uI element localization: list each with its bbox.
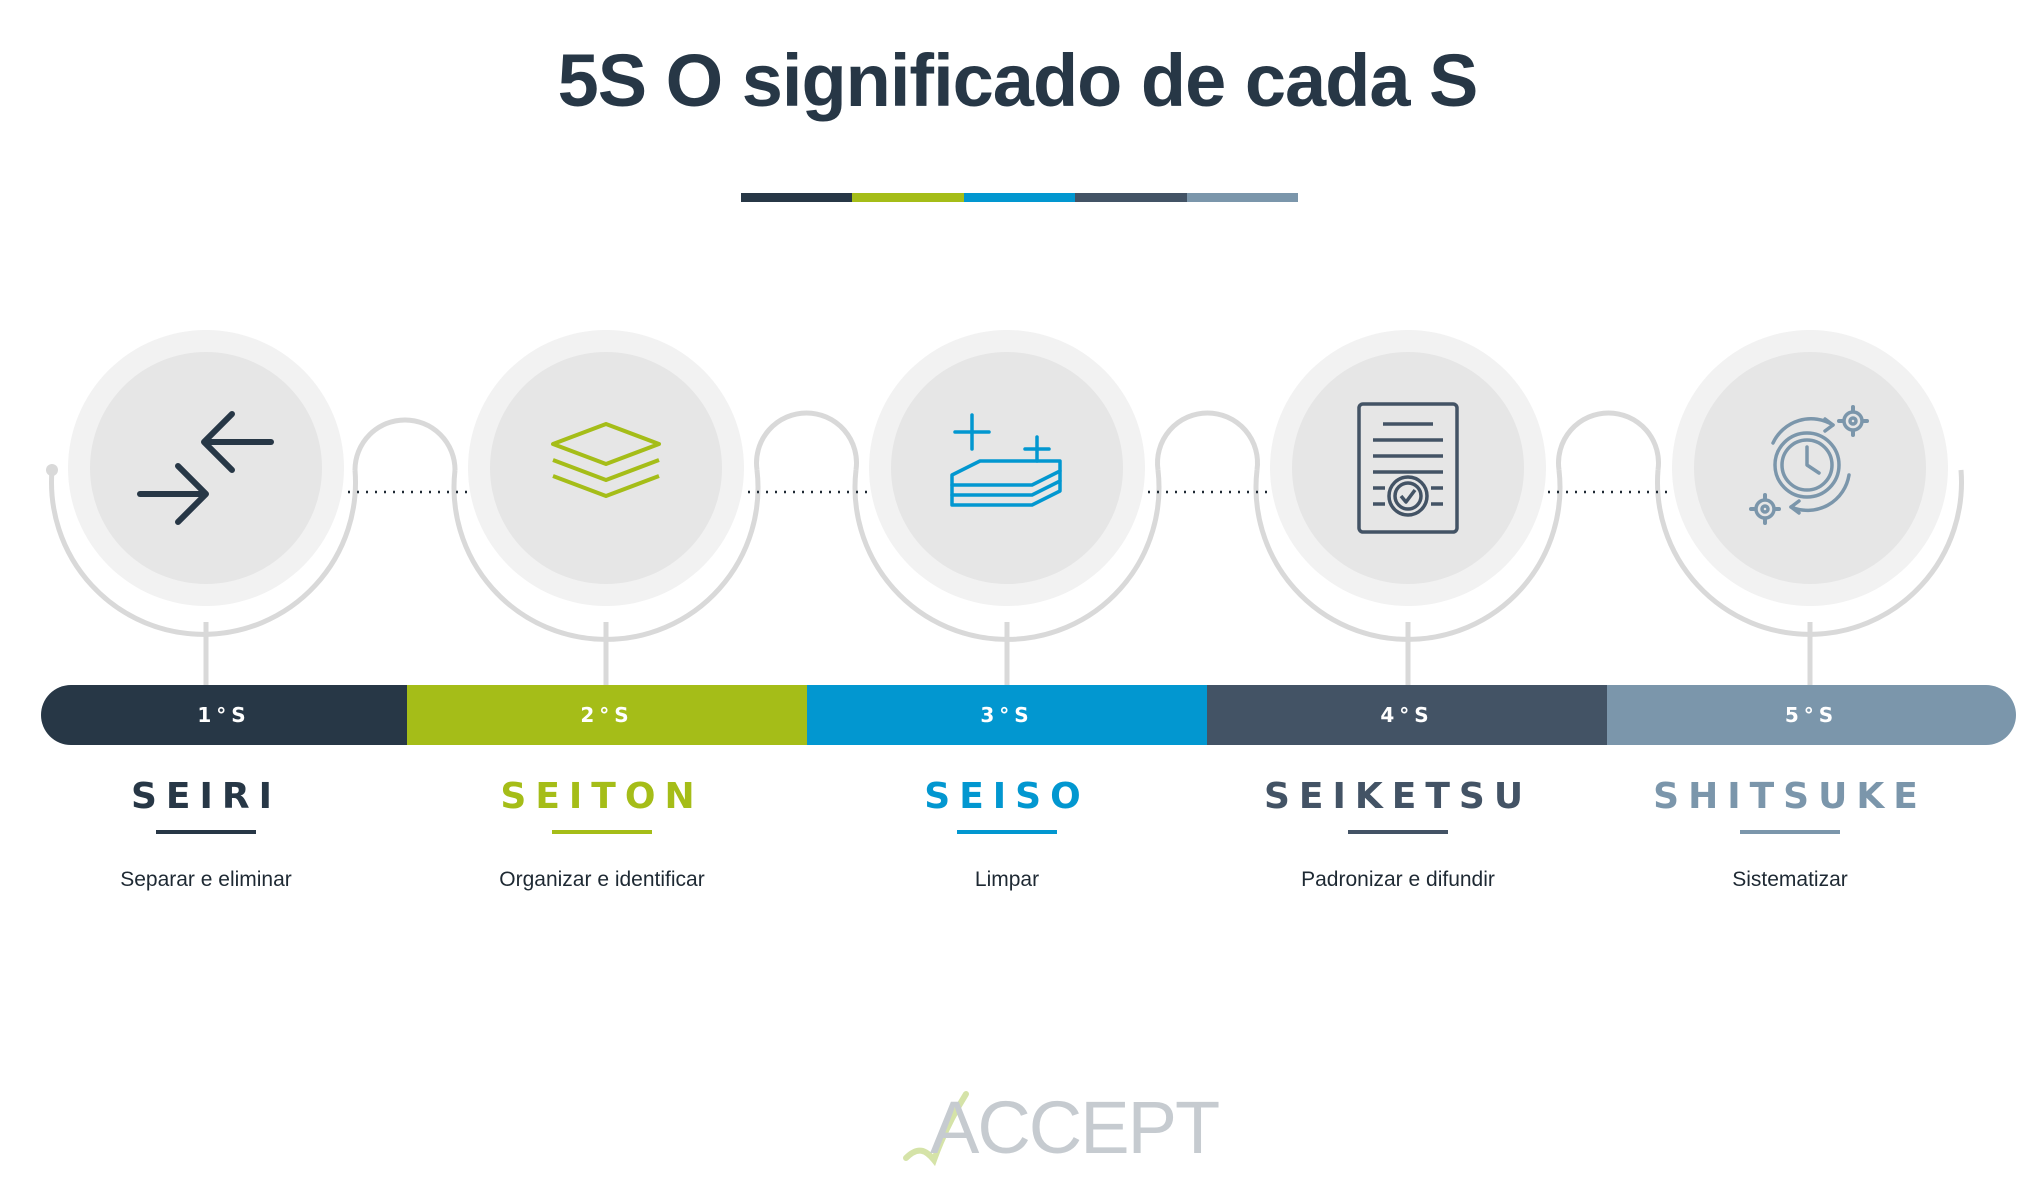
- arrows-converge-icon: [137, 411, 274, 525]
- step-underline: [1740, 830, 1840, 834]
- step-underline: [552, 830, 652, 834]
- accept-logo: ACCEPT: [900, 1088, 1220, 1168]
- page-title: 5S O significado de cada S: [557, 39, 1479, 122]
- step-5-label: SHITSUKE Sistematizar: [1600, 772, 1980, 892]
- step-name: SHITSUKE: [1653, 776, 1927, 817]
- logo-check-swoosh: [903, 1091, 969, 1167]
- step-3-label: SEISO Limpar: [817, 772, 1197, 892]
- steps-bar: 1°S 2°S 3°S 4°S 5°S: [41, 685, 2016, 745]
- track-arc: [1155, 410, 1260, 471]
- step-name: SEITON: [500, 776, 704, 817]
- step-3-circle: [869, 330, 1145, 606]
- color-bar-segment: [1075, 193, 1187, 202]
- step-name: SEIRI: [130, 776, 282, 817]
- color-bar-segment: [852, 193, 964, 202]
- step-2-badge: 2°S: [407, 685, 807, 745]
- title-color-bar: [741, 193, 1299, 202]
- clean-towels-sparkle-icon: [950, 413, 1062, 507]
- track-arc: [754, 410, 859, 471]
- color-bar-segment: [741, 193, 853, 202]
- logo-text: ACCEPT: [930, 1086, 1220, 1169]
- step-4-label: SEIKETSU Padronizar e difundir: [1208, 772, 1588, 892]
- step-description: Sistematizar: [1732, 868, 1848, 891]
- step-underline: [957, 830, 1057, 834]
- step-description: Organizar e identificar: [499, 868, 705, 891]
- step-4-badge: 4°S: [1207, 685, 1607, 745]
- step-name: SEIKETSU: [1263, 776, 1533, 817]
- track-start-dot: [46, 464, 58, 476]
- step-1-badge: 1°S: [41, 685, 407, 745]
- step-description: Limpar: [974, 868, 1040, 891]
- step-underline: [1348, 830, 1448, 834]
- step-description: Separar e eliminar: [120, 868, 292, 891]
- step-4-circle: [1270, 330, 1546, 606]
- step-1-circle: [68, 330, 344, 606]
- step-underline: [156, 830, 256, 834]
- step-5-circle: [1672, 330, 1948, 606]
- color-bar-segment: [963, 193, 1076, 202]
- step-1-label: SEIRI Separar e eliminar: [16, 772, 396, 892]
- step-2-label: SEITON Organizar e identificar: [412, 772, 792, 892]
- stacked-layers-icon: [551, 422, 661, 498]
- track-arc: [352, 417, 458, 471]
- certified-document-icon: [1357, 402, 1459, 534]
- step-name: SEISO: [924, 776, 1090, 817]
- step-2-circle: [468, 330, 744, 606]
- step-description: Padronizar e difundir: [1301, 868, 1495, 891]
- step-3-badge: 3°S: [807, 685, 1207, 745]
- track-arc: [1556, 410, 1661, 471]
- step-5-badge: 5°S: [1607, 685, 2016, 745]
- clock-gears-cycle-icon: [1749, 405, 1869, 525]
- color-bar-segment: [1186, 193, 1299, 202]
